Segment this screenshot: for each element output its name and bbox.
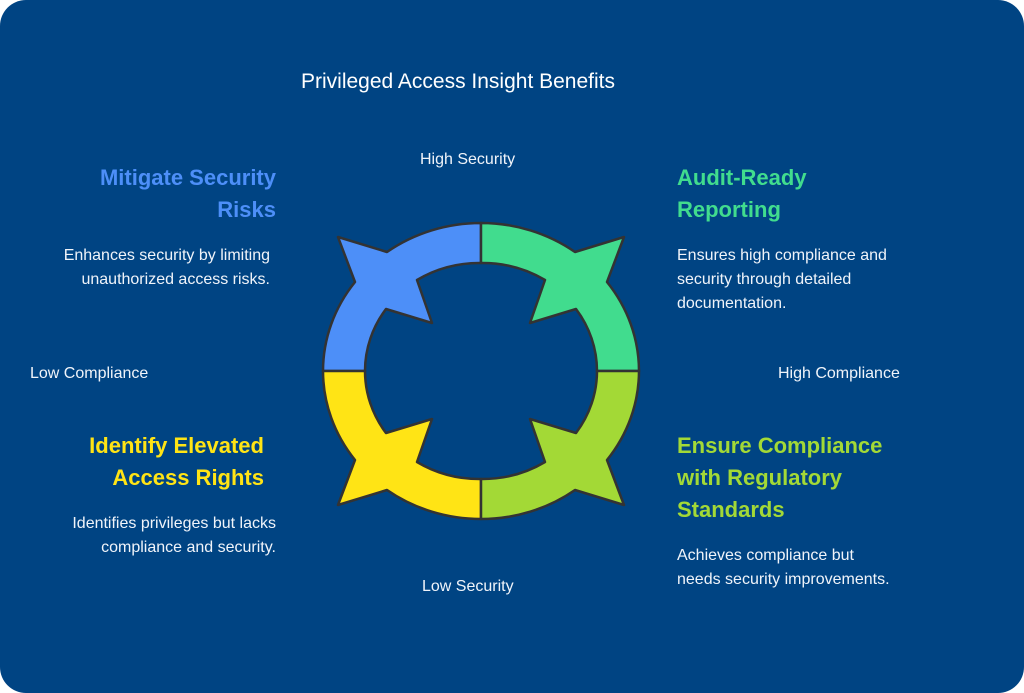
quadrant-title-top-right: Audit-Ready Reporting (677, 165, 807, 222)
quadrant-desc-top-right: Ensures high compliance and security thr… (677, 247, 887, 312)
axis-label-top: High Security (420, 151, 516, 168)
arrow-segment-top-right (479, 221, 641, 373)
arrow-segment-bottom-right (479, 369, 641, 521)
quadrant-title-bottom-left: Identify Elevated Access Rights (89, 433, 264, 490)
arrow-segment-top-left (321, 221, 483, 373)
axis-label-bottom: Low Security (422, 578, 514, 595)
axis-label-left: Low Compliance (30, 365, 149, 382)
quadrant-title-bottom-right: Ensure Compliance with Regulatory Standa… (677, 433, 883, 522)
quadrant-desc-bottom-left: Identifies privileges but lacks complian… (72, 515, 276, 556)
quadrant-desc-top-left: Enhances security by limiting unauthoriz… (63, 247, 270, 288)
axis-label-right: High Compliance (778, 365, 900, 382)
arrow-segment-bottom-left (321, 369, 483, 521)
quadrant-desc-bottom-right: Achieves compliance but needs security i… (677, 547, 890, 588)
quadrant-title-top-left: Mitigate Security Risks (99, 165, 276, 222)
diagram-title: Privileged Access Insight Benefits (301, 70, 615, 93)
